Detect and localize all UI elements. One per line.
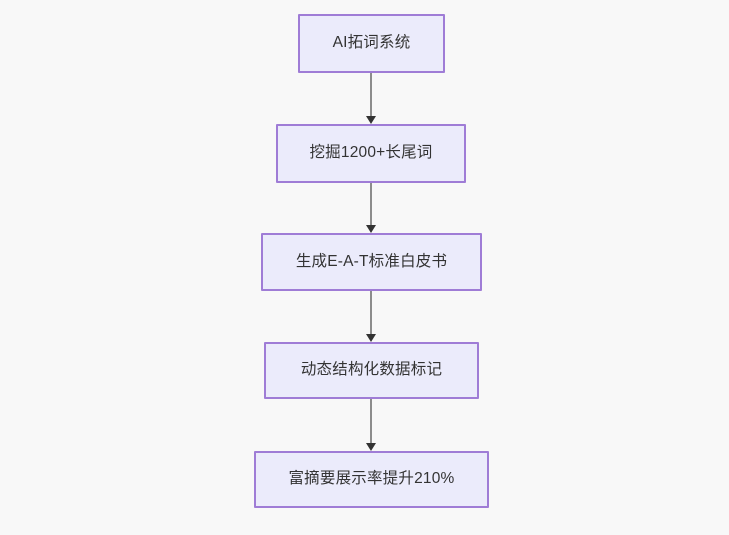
flowchart-edge-arrow-3-icon [366, 334, 376, 342]
flowchart-edge-line-1 [370, 73, 372, 116]
flowchart-edge-arrow-2-icon [366, 225, 376, 233]
flowchart-edge-line-3 [370, 291, 372, 334]
flowchart-node-ai-keyword-system[interactable]: AI拓词系统 [298, 14, 445, 73]
flowchart-edge-line-2 [370, 183, 372, 225]
flowchart-edge-arrow-4-icon [366, 443, 376, 451]
flowchart-node-rich-snippet-impression-uplift[interactable]: 富摘要展示率提升210% [254, 451, 489, 508]
flowchart-edge-line-4 [370, 399, 372, 443]
flowchart-node-mine-longtail-keywords[interactable]: 挖掘1200+长尾词 [276, 124, 466, 183]
flowchart-node-label: AI拓词系统 [332, 34, 411, 52]
flowchart-node-label: 富摘要展示率提升210% [288, 470, 455, 488]
flowchart-node-label: 生成E-A-T标准白皮书 [295, 252, 448, 270]
flowchart-node-generate-eat-whitepaper[interactable]: 生成E-A-T标准白皮书 [261, 233, 482, 291]
flowchart-node-label: 挖掘1200+长尾词 [309, 144, 433, 162]
flowchart-edge-arrow-1-icon [366, 116, 376, 124]
flowchart-node-label: 动态结构化数据标记 [300, 361, 443, 379]
flowchart-node-dynamic-structured-data-markup[interactable]: 动态结构化数据标记 [264, 342, 479, 399]
